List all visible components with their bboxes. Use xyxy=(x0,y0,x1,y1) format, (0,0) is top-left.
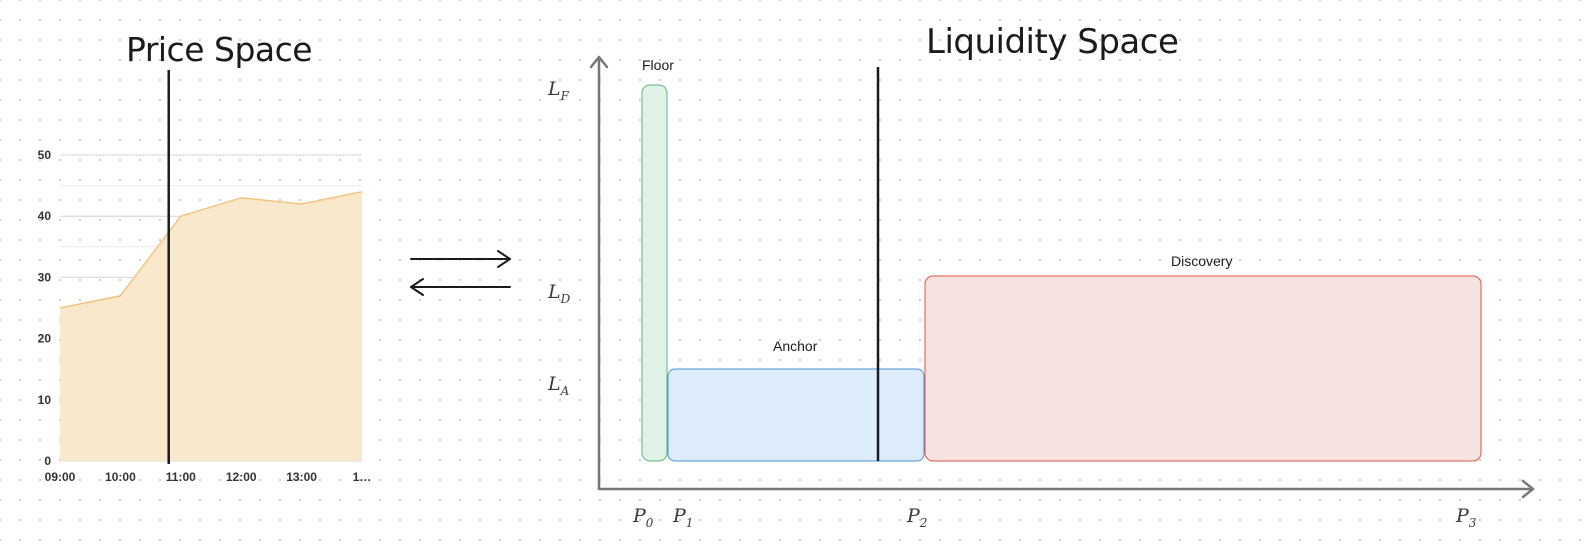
discovery-label: Discovery xyxy=(1171,253,1232,269)
p2-main: P xyxy=(906,505,921,527)
l-anchor-sub: A xyxy=(560,384,570,398)
l-floor-main: L xyxy=(547,78,561,100)
discovery-zone xyxy=(924,275,1482,462)
p3-label: P3 xyxy=(1455,505,1477,530)
price-y-tick-label: 20 xyxy=(38,332,52,346)
p0-sub: 0 xyxy=(646,516,654,530)
price-x-tick-label: 12:00 xyxy=(226,470,257,484)
left-arrow-icon xyxy=(410,278,511,296)
p3-main: P xyxy=(1455,505,1470,527)
l-discovery-label: LD xyxy=(547,281,571,306)
l-floor-label: LF xyxy=(547,78,570,103)
p1-sub: 1 xyxy=(686,516,694,530)
price-x-tick-label: 11:00 xyxy=(166,470,196,484)
price-x-tick-label: 10:00 xyxy=(105,470,136,484)
price-y-tick-label: 10 xyxy=(38,393,52,407)
price-y-tick-label: 0 xyxy=(44,454,51,468)
price-y-tick-label: 50 xyxy=(38,148,52,162)
p3-sub: 3 xyxy=(1469,516,1477,530)
anchor-zone xyxy=(667,368,925,462)
price-y-tick-label: 40 xyxy=(38,209,52,223)
p1-main: P xyxy=(672,505,687,527)
l-discovery-main: L xyxy=(547,281,561,303)
p1-label: P1 xyxy=(672,505,693,530)
liquidity-space-title: Liquidity Space xyxy=(926,22,1179,62)
price-area-fill xyxy=(60,191,362,461)
p0-main: P xyxy=(632,505,647,527)
right-arrow-icon xyxy=(410,250,511,268)
price-x-tick-label: 1… xyxy=(353,470,372,484)
y-axis xyxy=(589,55,609,491)
anchor-label: Anchor xyxy=(773,338,818,354)
p2-label: P2 xyxy=(906,505,927,530)
floor-label: Floor xyxy=(642,57,674,73)
p2-sub: 2 xyxy=(919,516,928,530)
l-discovery-sub: D xyxy=(560,292,571,306)
x-axis xyxy=(597,479,1535,499)
price-y-tick-label: 30 xyxy=(38,270,52,284)
l-anchor-main: L xyxy=(547,373,561,395)
l-anchor-label: LA xyxy=(547,373,570,398)
price-space-title: Price Space xyxy=(126,30,313,69)
price-line xyxy=(59,190,363,309)
price-x-tick-label: 09:00 xyxy=(45,470,76,484)
p0-label: P0 xyxy=(632,505,654,530)
price-y-ticks: 0 10 20 30 40 50 xyxy=(38,148,52,468)
price-x-ticks: 09:00 10:00 11:00 12:00 13:00 1… xyxy=(45,470,372,484)
price-x-tick-label: 13:00 xyxy=(286,470,317,484)
floor-zone xyxy=(641,84,668,462)
l-floor-sub: F xyxy=(560,89,570,103)
